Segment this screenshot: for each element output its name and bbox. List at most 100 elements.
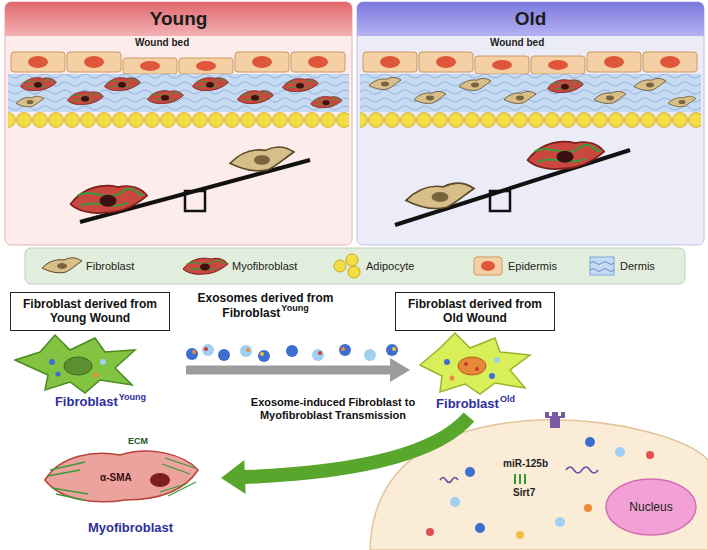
exosomes-circle-part [341, 347, 345, 351]
cell-interior-circle-part [516, 531, 524, 539]
nucleus-node: Nucleus [605, 478, 697, 536]
legend-bar-rect-part [474, 257, 502, 275]
old-fibroblast-cell [420, 333, 530, 394]
old-fibroblast-cell-path-part [420, 333, 530, 394]
old-fibroblast-cell-circle-part [489, 373, 495, 379]
induction-arrow [221, 417, 469, 494]
text-line: Fibroblast derived from Old Wound [402, 297, 548, 325]
young-panel-path-part [5, 2, 352, 36]
old-fibroblast-cell-circle-part [475, 367, 479, 371]
exosomes-circle-part [286, 345, 298, 357]
young-dermis-use-part [237, 91, 273, 104]
old-seesaw-use-part [406, 183, 474, 208]
cell-interior-path-part [545, 412, 565, 428]
young-panel [5, 2, 352, 245]
legend-bar [25, 248, 685, 284]
text-line: Old [357, 2, 704, 30]
node-text: Fibroblast derived from Young Wound [23, 297, 157, 325]
old-dermis-use-part [459, 78, 491, 90]
old-epidermis-rect-part [419, 52, 473, 72]
young-dermis-use-part [147, 91, 183, 104]
young-dermis-use-part [192, 78, 228, 91]
exosomes-circle-part [186, 348, 198, 360]
legend-bar-path-part [590, 262, 614, 272]
myofibroblast-cell-path-part [48, 458, 196, 500]
young-fibroblast-cell-path-part [15, 335, 135, 393]
old-dermis-use-part [504, 91, 536, 103]
arrow-shaft [244, 417, 469, 477]
young-epidermis-rect-part [179, 58, 233, 74]
exosomes [186, 344, 398, 362]
old-epidermis-rect-part [531, 56, 585, 74]
node-text: Fibroblast derived from Old Wound [408, 297, 542, 325]
old-epidermis [363, 52, 697, 74]
legend-text: Adipocyte [366, 259, 414, 273]
legend-text: Epidermis [508, 259, 557, 273]
old-epidermis-ellipse-part [660, 56, 680, 68]
young-fibroblast-cell-circle-part [49, 359, 55, 365]
young-epidermis-ellipse-part [140, 61, 160, 71]
exosomes-circle-part [386, 344, 398, 356]
young-seesaw-use-part [230, 147, 294, 171]
legend-bar-use-part [42, 258, 82, 273]
cell-interior-circle-part [475, 523, 485, 533]
text-line: Myofibroblast [40, 520, 221, 536]
old-seesaw-line-part [395, 150, 630, 225]
old-panel [357, 2, 704, 245]
old-epidermis-ellipse-part [380, 56, 400, 68]
exosomes-circle-part [218, 349, 230, 361]
old-fibroblast-cell-circle-part [444, 359, 450, 365]
gene-label: Sirt7 [513, 487, 535, 498]
region-label: Wound bed [490, 37, 544, 48]
ecm-label: ECM [128, 436, 148, 446]
young-dermis-use-part [16, 96, 44, 106]
label-box: Wound bed [490, 37, 544, 49]
arrow-shaft [186, 366, 391, 375]
cell-interior-circle-part [646, 451, 654, 459]
young-dermis-use-part [311, 97, 343, 108]
old-dermis-use-part [547, 80, 583, 93]
source-box: Fibroblast derived from Old Wound [395, 292, 555, 331]
node-text: Fibroblast [436, 396, 499, 411]
node-text: Old [515, 8, 547, 29]
old-epidermis-ellipse-part [492, 60, 512, 70]
young-fibroblast-cell-circle-part [100, 359, 106, 365]
old-fibroblast-cell-circle-part [450, 376, 455, 381]
old-dermis-use-part [369, 77, 401, 89]
old-seesaw-use-part [528, 142, 605, 169]
young-dermis-rect-part [8, 112, 349, 128]
young-epidermis-rect-part [11, 52, 65, 72]
old-seesaw-rect-part [490, 191, 510, 211]
legend-bar-rect-part [590, 257, 614, 275]
label-box: Sirt7 [513, 487, 535, 499]
cell-interior-circle-part [584, 504, 592, 512]
label-box: α-SMA [100, 472, 132, 484]
edge-label: Exosome-induced Fibroblast to Myofibrobl… [248, 396, 418, 421]
old-panel-path-part [357, 2, 704, 36]
cell-node: Myofibroblast [40, 436, 221, 540]
label-box: miR-125b [503, 458, 548, 470]
old-fibroblast-cell-circle-part [494, 357, 500, 363]
young-dermis-rect-part [8, 74, 349, 112]
sma-label: α-SMA [100, 472, 132, 483]
old-dermis-use-part [594, 91, 626, 103]
legend-text: Dermis [620, 259, 655, 273]
exosomes-circle-part [392, 347, 396, 351]
text-line: FibroblastYoung [15, 394, 186, 411]
cell-interior-path-part [440, 478, 458, 483]
legend-bar-circle-part [346, 254, 358, 266]
nucleus-shape [606, 479, 696, 535]
old-fibroblast-cell-ellipse-part [458, 357, 486, 375]
young-epidermis-ellipse-part [84, 56, 104, 68]
cell-interior-circle-part [585, 437, 595, 447]
label-box: Wound bed [135, 37, 189, 49]
node-text: Myofibroblast [88, 520, 173, 535]
young-epidermis-rect-part [291, 52, 345, 72]
cell-interior-circle-part [426, 528, 434, 536]
young-dermis-rect-part [8, 74, 349, 112]
exosomes-circle-part [318, 351, 322, 355]
young-fibroblast-cell-circle-part [94, 373, 99, 378]
old-epidermis-ellipse-part [548, 60, 568, 70]
young-dermis-use-part [20, 78, 56, 91]
cell-interior-path-part [515, 474, 525, 484]
